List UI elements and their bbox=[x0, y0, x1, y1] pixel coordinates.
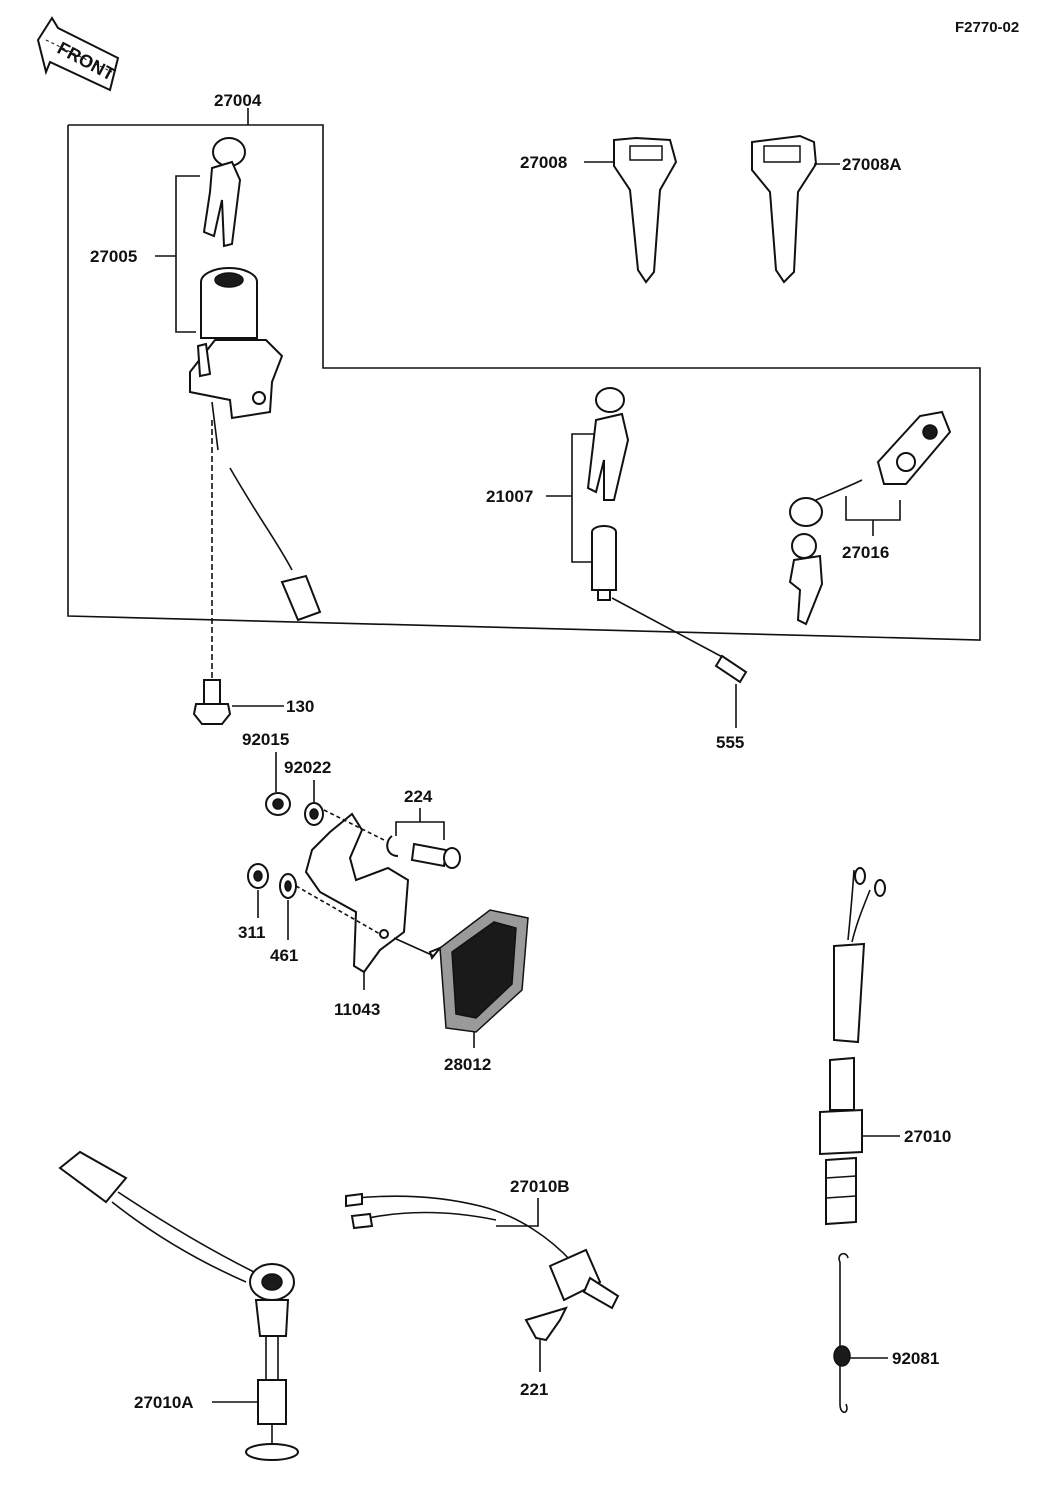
label-224: 224 bbox=[404, 787, 433, 806]
label-21007: 21007 bbox=[486, 487, 533, 506]
bracket-11043 bbox=[304, 809, 410, 974]
label-27010a: 27010A bbox=[134, 1393, 194, 1412]
ignition-switch-keys bbox=[202, 137, 246, 248]
reflector-28012 bbox=[428, 909, 529, 1033]
washer-92022 bbox=[304, 802, 324, 826]
label-92015: 92015 bbox=[242, 730, 289, 749]
ignition-switch bbox=[189, 267, 284, 420]
label-27004: 27004 bbox=[214, 91, 262, 110]
bolt-224 bbox=[410, 842, 461, 869]
switch-27010b bbox=[345, 1192, 620, 1310]
figure-code: F2770-02 bbox=[955, 19, 1019, 36]
key-set-21007 bbox=[586, 387, 630, 501]
label-92022: 92022 bbox=[284, 758, 331, 777]
label-311: 311 bbox=[238, 923, 265, 942]
label-27010b: 27010B bbox=[510, 1177, 570, 1196]
label-27010: 27010 bbox=[904, 1127, 951, 1146]
label-27016: 27016 bbox=[842, 543, 889, 562]
label-555: 555 bbox=[716, 733, 744, 752]
label-461: 461 bbox=[270, 946, 298, 965]
label-28012: 28012 bbox=[444, 1055, 491, 1074]
switch-27010 bbox=[819, 867, 886, 1226]
lock-set-27016 bbox=[788, 410, 952, 626]
washer-461 bbox=[279, 873, 297, 899]
label-27008: 27008 bbox=[520, 153, 567, 172]
front-arrow: FRONT bbox=[36, 16, 120, 92]
nut-311 bbox=[247, 863, 269, 889]
bolt-130 bbox=[192, 679, 232, 725]
switch-27010a bbox=[58, 1150, 299, 1461]
blank-key-27008 bbox=[613, 136, 678, 284]
label-130: 130 bbox=[286, 697, 314, 716]
lock-cylinder bbox=[591, 525, 617, 601]
ignition-lead-wire bbox=[211, 401, 322, 622]
kit-frame bbox=[67, 124, 981, 641]
screw-221 bbox=[524, 1306, 568, 1342]
nut-92015 bbox=[265, 792, 291, 816]
pin-555 bbox=[714, 654, 748, 684]
washer-224 bbox=[386, 835, 399, 857]
label-11043: 11043 bbox=[334, 1000, 380, 1019]
label-27005: 27005 bbox=[90, 247, 137, 266]
label-221: 221 bbox=[520, 1380, 548, 1399]
spring-92081 bbox=[833, 1252, 851, 1414]
label-27008a: 27008A bbox=[842, 155, 902, 174]
blank-key-27008a bbox=[751, 134, 818, 284]
label-92081: 92081 bbox=[892, 1349, 939, 1368]
